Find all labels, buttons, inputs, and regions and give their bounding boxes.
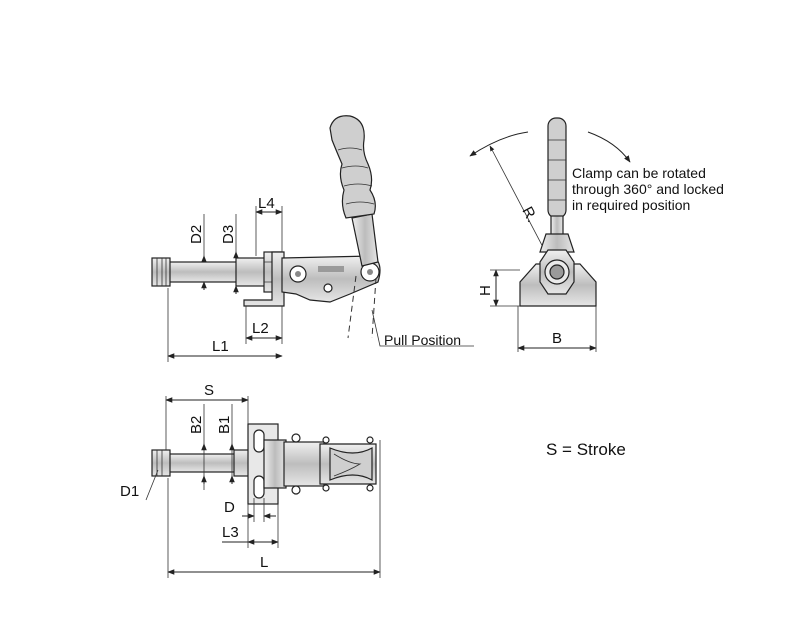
label-d2: D2 [188, 225, 205, 244]
label-l2: L2 [252, 320, 269, 337]
rotation-note-line3: in required position [572, 197, 690, 213]
label-d: D [224, 499, 235, 516]
label-d3: D3 [220, 225, 237, 244]
base-bracket [243, 251, 285, 307]
top-view: S B2 B1 D1 D L3 L [120, 382, 381, 578]
label-b: B [552, 330, 562, 347]
label-b1: B1 [216, 416, 233, 434]
plunger-rod [151, 251, 283, 293]
label-h: H [477, 285, 494, 296]
label-pull-position: Pull Position [384, 332, 461, 348]
label-s: S [204, 382, 214, 399]
handle [329, 115, 379, 267]
top-body [283, 441, 325, 487]
label-r: R. [518, 204, 540, 225]
pull-position-line [347, 275, 357, 339]
rotation-note-line2: through 360° and locked [572, 181, 724, 197]
front-view: R. H B Clamp can be rotated through 360°… [469, 117, 724, 352]
label-l4: L4 [258, 195, 275, 212]
rotation-arc-right [587, 131, 631, 163]
rotation-arc-left [469, 131, 529, 157]
front-handle [539, 117, 575, 253]
clamp-body [281, 255, 381, 303]
label-b2: B2 [188, 416, 205, 434]
stroke-legend: S = Stroke [546, 440, 626, 459]
label-l: L [260, 554, 268, 571]
label-l3: L3 [222, 524, 239, 541]
label-d1: D1 [120, 483, 139, 500]
label-l1: L1 [212, 338, 229, 355]
side-view: Pull Position D2 D3 L4 L2 L1 [151, 115, 474, 362]
rotation-note-line1: Clamp can be rotated [572, 165, 706, 181]
